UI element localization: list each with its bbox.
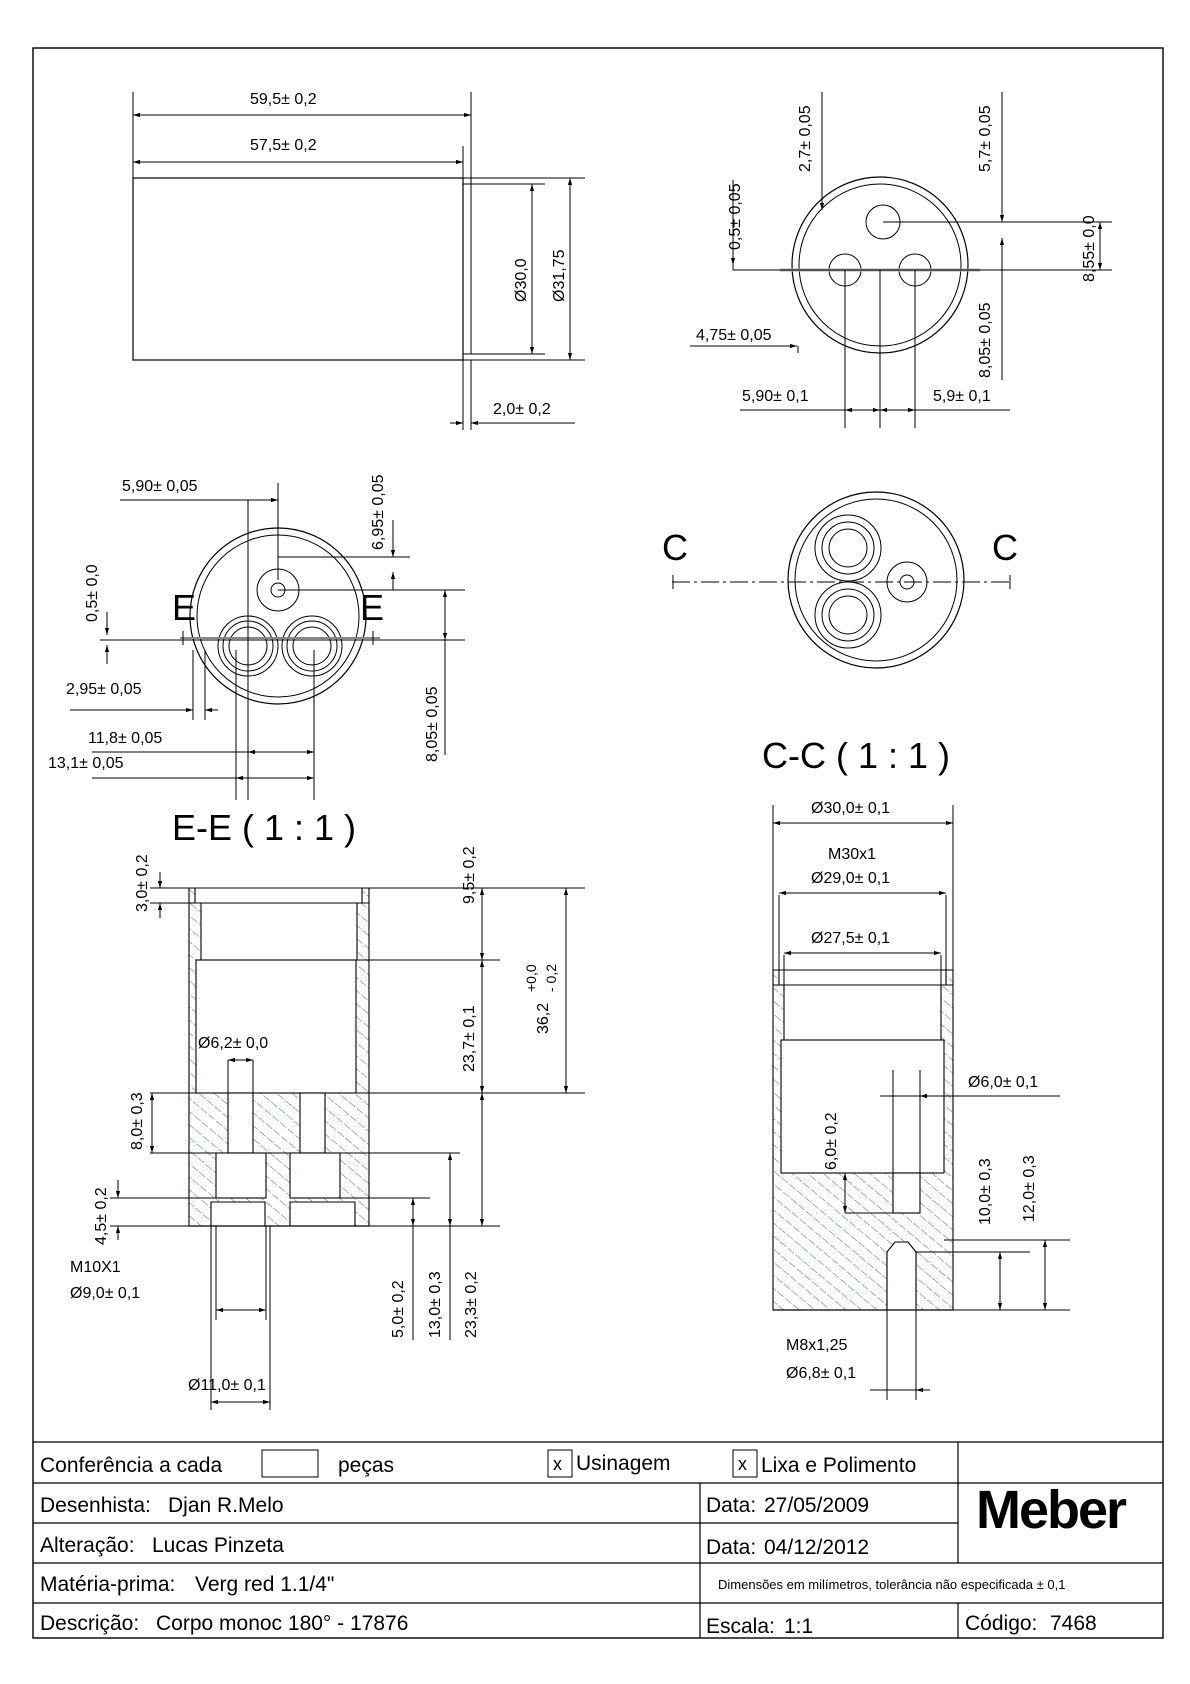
dim-cc-3: Ø27,5± 0,1 <box>811 930 890 947</box>
dim-cc-7: 12,0± 0,3 <box>1021 1155 1038 1222</box>
dim-top-2: 5,7± 0,05 <box>977 105 994 172</box>
dim-ee-10: 13,0± 0,3 <box>427 1271 444 1338</box>
dim-bottom-2: 6,95± 0,05 <box>370 474 387 550</box>
dim-cc-2: Ø29,0± 0,1 <box>811 870 890 887</box>
dim-ee-6: 8,0± 0,3 <box>129 1092 146 1150</box>
dim-body-length: 57,5± 0,2 <box>250 137 317 154</box>
dim-bottom-3: 0,5± 0,0 <box>84 564 101 622</box>
data2-label: Data: <box>706 1536 756 1559</box>
dim-bottom-5: 2,95± 0,05 <box>66 681 142 698</box>
top-view <box>690 92 1112 428</box>
materia-label: Matéria-prima: <box>40 1573 175 1596</box>
dim-bottom-4: 8,05± 0,05 <box>424 686 441 762</box>
dim-overall-length: 59,5± 0,2 <box>250 91 317 108</box>
descricao-label: Descrição: <box>40 1612 139 1635</box>
dim-ee-3: 23,7± 0,1 <box>461 1005 478 1072</box>
dim-cc-1: Ø30,0± 0,1 <box>811 800 890 817</box>
cut-label-e-right: E <box>360 587 384 628</box>
usinagem-check-mark: x <box>553 1454 562 1474</box>
descricao-value: Corpo monoc 180° - 17876 <box>156 1612 408 1635</box>
dim-outer-diameter: Ø31,75 <box>551 249 568 302</box>
dim-top-7: 5,90± 0,1 <box>742 388 809 405</box>
thread-m8: M8x1,25 <box>786 1337 847 1354</box>
cut-label-c-left: C <box>662 527 688 568</box>
data1-value: 27/05/2009 <box>764 1494 869 1517</box>
lixa-checkbox[interactable] <box>732 1449 758 1478</box>
tolerance-note: Dimensões em milímetros, tolerância não … <box>718 1577 1065 1592</box>
usinagem-label: Usinagem <box>576 1452 671 1475</box>
usinagem-checkbox[interactable] <box>547 1449 573 1478</box>
dim-bottom-7: 13,1± 0,05 <box>48 755 124 772</box>
sheet-border <box>32 47 1164 1639</box>
section-ee <box>188 887 370 1227</box>
conferencia-input-box[interactable] <box>261 1449 319 1478</box>
data1-label: Data: <box>706 1494 756 1517</box>
alteracao-value: Lucas Pinzeta <box>152 1534 284 1557</box>
title-block <box>33 1441 1163 1638</box>
dim-flange: 2,0± 0,2 <box>493 401 551 418</box>
desenhista-label: Desenhista: <box>40 1494 151 1517</box>
dim-top-4: 8,55± 0,0 <box>1081 215 1098 282</box>
dim-top-3: 0,5± 0,05 <box>727 183 744 250</box>
pecas-label: peças <box>338 1454 394 1477</box>
dim-ee-5: Ø6,2± 0,0 <box>198 1035 268 1052</box>
dim-ee-12: Ø11,0± 0,1 <box>188 1377 266 1394</box>
data2-value: 04/12/2012 <box>764 1536 869 1559</box>
codigo-value: 7468 <box>1050 1612 1097 1635</box>
dim-ee-9: 5,0± 0,2 <box>390 1280 407 1338</box>
escala-label: Escala: <box>706 1615 775 1638</box>
materia-value: Verg red 1.1/4" <box>195 1573 334 1596</box>
dim-ee-1: 3,0± 0,2 <box>134 854 151 912</box>
dim-top-5: 8,05± 0,05 <box>977 302 994 378</box>
dim-top-8: 5,9± 0,1 <box>933 388 991 405</box>
dim-ee-4-upper-tol: +0,0 <box>523 964 539 992</box>
dim-cc-5: 6,0± 0,2 <box>823 1112 840 1170</box>
lixa-label: Lixa e Polimento <box>761 1454 916 1477</box>
dim-bottom-1: 5,90± 0,05 <box>122 478 198 495</box>
bottom-view <box>70 483 465 800</box>
lixa-check-mark: x <box>738 1454 747 1474</box>
alteracao-label: Alteração: <box>40 1534 135 1557</box>
section-cc-title: C-C ( 1 : 1 ) <box>762 735 950 776</box>
cut-label-e-left: E <box>172 587 196 628</box>
dim-ee-4-base: 36,2 <box>535 1003 552 1034</box>
thread-m30: M30x1 <box>828 846 876 863</box>
dim-ee-11: 23,3± 0,2 <box>463 1271 480 1338</box>
thread-m10: M10X1 <box>70 1259 121 1276</box>
section-cc-dimensions <box>772 805 1070 1400</box>
cut-label-c-right: C <box>992 527 1018 568</box>
dim-ee-2: 9,5± 0,2 <box>461 846 478 904</box>
dim-ee-4-lower-tol: - 0,2 <box>543 964 559 992</box>
dim-cc-4: Ø6,0± 0,1 <box>968 1074 1038 1091</box>
side-view <box>132 92 585 430</box>
dim-cc-6: 10,0± 0,3 <box>977 1158 994 1225</box>
company-logo: Meber <box>976 1480 1127 1540</box>
section-ee-dimensions <box>110 872 585 1410</box>
conferencia-label: Conferência a cada <box>40 1454 222 1477</box>
c-view <box>672 491 1012 669</box>
codigo-label: Código: <box>965 1612 1037 1635</box>
section-ee-title: E-E ( 1 : 1 ) <box>172 807 356 848</box>
dim-ee-7: 4,5± 0,2 <box>93 1187 110 1245</box>
dim-top-6: 4,75± 0,05 <box>696 327 772 344</box>
escala-value: 1:1 <box>784 1615 813 1638</box>
dim-inner-diameter: Ø30,0 <box>513 258 530 302</box>
desenhista-value: Djan R.Melo <box>168 1494 284 1517</box>
dim-cc-8: Ø6,8± 0,1 <box>786 1365 856 1382</box>
section-cc <box>772 969 954 1311</box>
dim-ee-8: Ø9,0± 0,1 <box>70 1285 140 1302</box>
dim-bottom-6: 11,8± 0,05 <box>88 730 162 747</box>
dim-top-1: 2,7± 0,05 <box>797 105 814 172</box>
